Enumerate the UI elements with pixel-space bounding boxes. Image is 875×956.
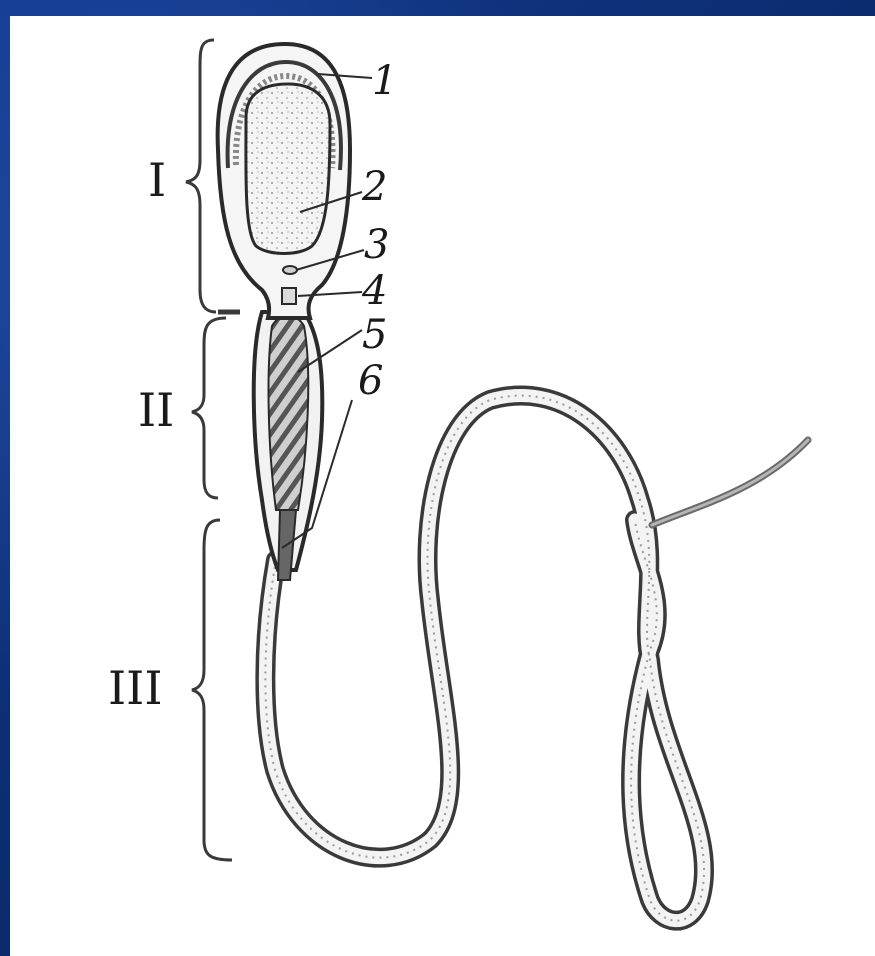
- section-label-head: I: [148, 153, 166, 207]
- part-label-1: 1: [372, 58, 397, 104]
- section-label-tail: III: [108, 661, 163, 715]
- midpiece: [254, 312, 323, 580]
- section-label-midpiece: II: [138, 383, 174, 437]
- part-label-4: 4: [361, 268, 387, 314]
- part-label-5: 5: [362, 312, 387, 358]
- sperm-head: [218, 44, 350, 318]
- part-label-3: 3: [364, 222, 389, 268]
- part-label-2: 2: [361, 164, 387, 210]
- bracket-tail: [192, 520, 232, 860]
- flagellum: [265, 396, 808, 921]
- bracket-midpiece: [192, 318, 226, 498]
- part-label-6: 6: [358, 358, 383, 404]
- bracket-head: [186, 40, 216, 312]
